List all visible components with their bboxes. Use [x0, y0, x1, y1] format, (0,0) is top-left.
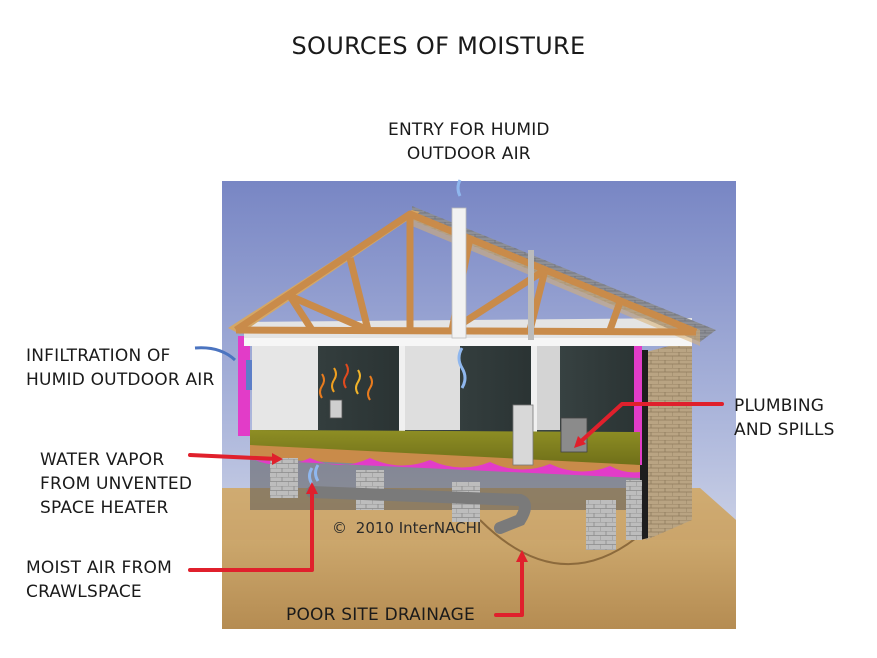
label-water-vapor: WATER VAPOR FROM UNVENTED SPACE HEATER	[40, 450, 193, 518]
copyright-notice: © 2010 InterNACHI	[332, 519, 481, 537]
humid-air-arrows	[194, 179, 467, 485]
floor-deck	[250, 430, 640, 468]
callout-arrows	[188, 402, 724, 617]
diagram-title: SOURCES OF MOISTURE	[291, 32, 586, 60]
label-moist-air-crawlspace: MOIST AIR FROM CRAWLSPACE	[26, 558, 172, 602]
brick-siding	[646, 340, 692, 540]
copyright-symbol: ©	[332, 519, 347, 537]
arrow-water-vapor	[188, 453, 280, 461]
arrow-moist-air	[188, 486, 314, 572]
label-entry-humid-air: ENTRY FOR HUMID OUTDOOR AIR	[388, 120, 550, 164]
arrow-drainage	[494, 554, 524, 617]
water-heater	[512, 404, 534, 466]
label-plumbing-spills: PLUMBING AND SPILLS	[734, 396, 835, 440]
label-infiltration: INFILTRATION OF HUMID OUTDOOR AIR	[26, 346, 215, 390]
washer	[560, 417, 588, 453]
arrow-plumbing	[576, 402, 724, 446]
crawlspace-duct	[306, 486, 531, 534]
pier-1	[270, 458, 298, 498]
roof-vent-pipe	[451, 207, 467, 339]
space-heater	[329, 399, 343, 419]
pier-4	[586, 500, 616, 550]
floor-insulation	[250, 458, 640, 478]
heat-vapor-squiggles	[319, 363, 373, 401]
label-poor-site-drainage: POOR SITE DRAINAGE	[286, 605, 475, 625]
drainage-depression	[479, 519, 641, 566]
